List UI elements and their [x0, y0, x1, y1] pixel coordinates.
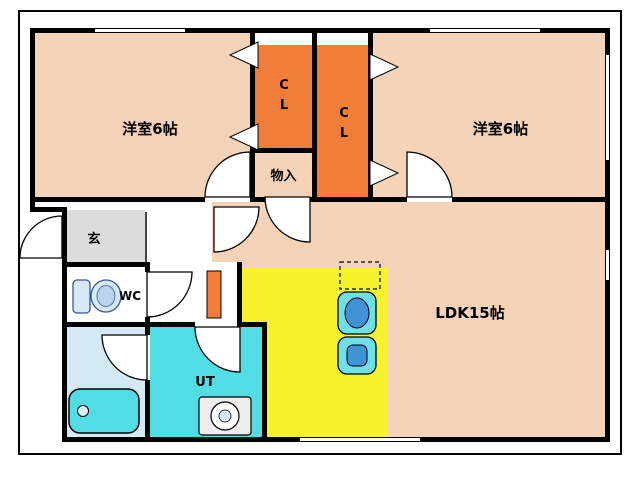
wall-ut-top-b: [240, 322, 262, 327]
wall-mid-b: [250, 197, 265, 202]
label-wc: WC: [118, 289, 142, 303]
wall-mid-c: [310, 197, 407, 202]
outer-frame: [18, 10, 622, 455]
entrance-genkan: [67, 210, 145, 262]
wall-closet-left: [250, 28, 255, 202]
window-top-right: [430, 28, 540, 33]
wall-kitchen-left: [237, 262, 242, 327]
wall-column-a: [145, 262, 150, 272]
door-arc-utility: [194, 326, 241, 373]
label-utility: UT: [195, 375, 215, 390]
wall-closet-right: [368, 28, 373, 202]
kitchen-stove-icon: [346, 344, 368, 367]
wall-top: [30, 28, 610, 33]
door-arc-bedroom-right: [406, 151, 453, 198]
wall-ut-top-a: [62, 322, 195, 327]
wall-mid-a: [30, 197, 205, 202]
window-bottom: [300, 437, 420, 442]
door-arc-wc: [146, 271, 193, 318]
toilet-icon: [72, 279, 122, 314]
door-arc-bedroom-left: [204, 151, 251, 198]
window-right-upper: [605, 55, 610, 160]
window-top-left: [95, 28, 185, 33]
genkan-step-line: [145, 212, 147, 262]
label-closet-right: CL: [339, 106, 349, 141]
label-storage: 物入: [270, 169, 297, 184]
refrigerator-space-icon: [339, 261, 381, 290]
door-arc-storage: [264, 196, 311, 243]
sliding-door-arrow-icon: [228, 41, 259, 69]
wall-wc-top: [62, 262, 150, 267]
wall-mid-d: [452, 197, 610, 202]
wall-column-c: [145, 380, 150, 442]
wall-ut-right: [262, 322, 267, 442]
label-ldk: LDK15帖: [435, 304, 505, 322]
storage-room: [255, 153, 312, 197]
water-heater-icon: [206, 270, 222, 319]
window-right-mid: [605, 250, 610, 280]
wall-closet-divider: [250, 148, 317, 153]
sliding-door-arrow-icon: [369, 53, 400, 81]
label-bedroom-right: 洋室6帖: [472, 120, 529, 138]
sliding-door-arrow-icon: [369, 159, 400, 187]
washing-machine-icon: [198, 396, 252, 436]
door-arc-ldk: [213, 206, 260, 253]
wall-closet-mid: [312, 28, 317, 202]
wall-right: [605, 28, 610, 442]
kitchen-unit-icon: [337, 261, 381, 375]
label-entrance: 玄: [87, 232, 101, 247]
wall-step: [30, 207, 67, 212]
label-closet-left: CL: [279, 78, 289, 113]
door-arc-entrance: [19, 215, 63, 259]
door-arc-bathroom: [101, 334, 148, 381]
label-bedroom-left: 洋室6帖: [122, 120, 178, 138]
closet-left: [255, 45, 312, 148]
wall-left-upper: [30, 28, 35, 212]
sliding-door-arrow-icon: [228, 123, 259, 151]
kitchen-sink-icon: [344, 297, 370, 329]
bathtub-icon: [68, 388, 140, 434]
closet-right: [317, 45, 368, 197]
